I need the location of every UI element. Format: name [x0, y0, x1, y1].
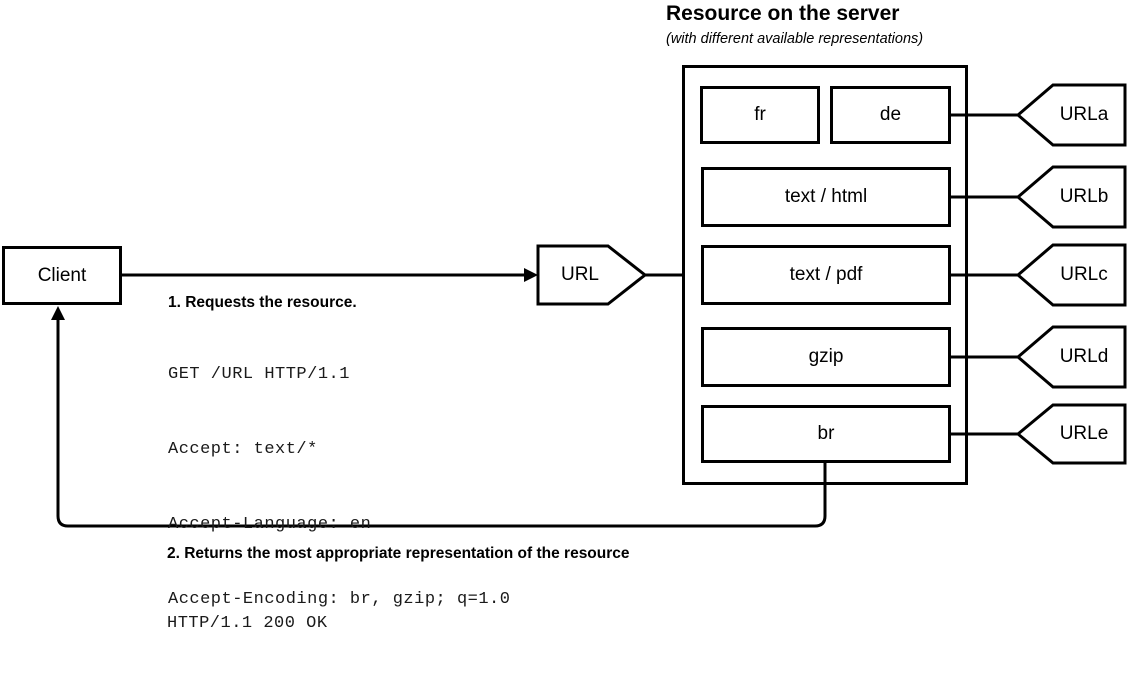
- request-line: Accept-Encoding: br, gzip; q=1.0: [168, 590, 511, 609]
- diagram-title: Resource on the server: [666, 2, 900, 25]
- url-tag-urlb: URLb: [1043, 167, 1125, 227]
- client-box: Client: [2, 246, 122, 305]
- representation-box-de: de: [830, 86, 951, 144]
- request-arrow: [122, 268, 538, 282]
- representation-label: br: [817, 423, 835, 444]
- response-line: HTTP/1.1 200 OK: [167, 614, 328, 633]
- url-tag-urle: URLe: [1043, 405, 1125, 463]
- representation-label: text / html: [784, 186, 868, 207]
- request-step-heading: 1. Requests the resource.: [168, 294, 357, 311]
- url-node-label: URL: [560, 264, 599, 285]
- client-label: Client: [37, 264, 87, 286]
- url-tag-label: URLb: [1059, 186, 1109, 207]
- url-tag-label: URLd: [1059, 346, 1109, 367]
- request-line: Accept: text/*: [168, 440, 318, 459]
- representation-label: fr: [754, 104, 766, 125]
- representation-label: text / pdf: [789, 264, 863, 285]
- url-tag-label: URLe: [1059, 423, 1109, 444]
- request-line: GET /URL HTTP/1.1: [168, 365, 350, 384]
- request-line: Accept-Language: en: [168, 515, 372, 534]
- representation-box-gzip: gzip: [701, 327, 951, 387]
- diagram-subtitle: (with different available representation…: [666, 31, 924, 47]
- url-tag-label: URLa: [1059, 104, 1109, 125]
- representation-box-text-html: text / html: [701, 167, 951, 227]
- url-tag-urla: URLa: [1043, 85, 1125, 145]
- response-step-heading: 2. Returns the most appropriate represen…: [167, 545, 630, 562]
- representation-box-fr: fr: [700, 86, 820, 144]
- url-node: URL: [538, 246, 622, 304]
- response-headers-code: HTTP/1.1 200 OK Content-Location: /URLe …: [167, 566, 413, 679]
- representation-label: gzip: [808, 346, 844, 367]
- url-tag-label: URLc: [1060, 264, 1108, 285]
- representation-box-br: br: [701, 405, 951, 463]
- representation-label: de: [879, 104, 902, 125]
- url-tag-urld: URLd: [1043, 327, 1125, 387]
- representation-box-text-pdf: text / pdf: [701, 245, 951, 305]
- url-tag-urlc: URLc: [1043, 245, 1125, 305]
